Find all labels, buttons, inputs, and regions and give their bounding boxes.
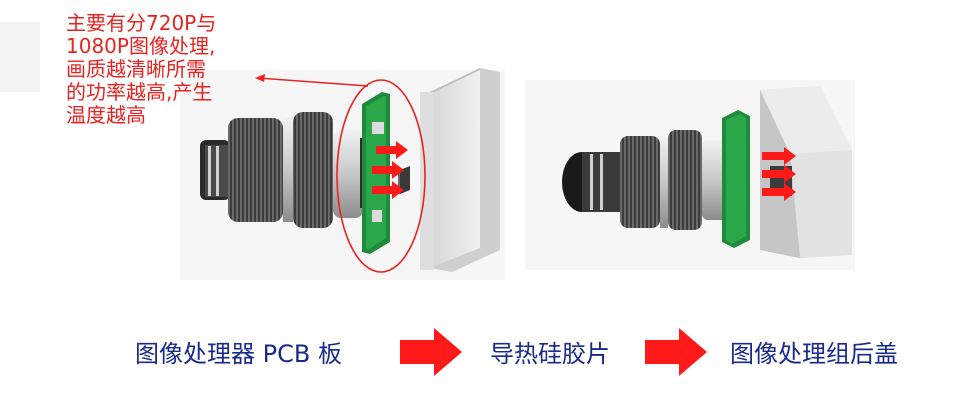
lens-mount <box>333 130 363 218</box>
annotation-line: 画质越清晰所需 <box>66 57 206 81</box>
highlight-ellipse <box>336 79 426 273</box>
annotation-line: 1080P图像处理, <box>66 34 216 58</box>
flow-arrow-icon <box>645 328 707 376</box>
flow-step-rear-cover: 图像处理组后盖 <box>730 340 898 368</box>
rear-cover-face <box>430 70 480 268</box>
annotation-leader-line <box>257 77 369 87</box>
flow-step-pcb: 图像处理器 PCB 板 <box>135 340 342 368</box>
camera-module-assembled <box>562 86 852 258</box>
heat-flow-arrows <box>372 141 408 199</box>
lens-barrel-assembled <box>620 136 660 228</box>
thermal-pad <box>400 166 410 194</box>
flow-step-thermal-pad: 导热硅胶片 <box>490 340 610 368</box>
flow-arrow-icon <box>400 328 462 376</box>
background-panel <box>0 22 40 92</box>
camera-module-exploded <box>200 68 500 273</box>
assembly-illustration <box>0 22 852 273</box>
annotation-line: 的功率越高,产生 <box>66 80 213 104</box>
heat-flow-arrows-assembled <box>762 147 796 201</box>
annotation-line: 主要有分720P与 <box>66 11 217 35</box>
lens-barrel <box>293 112 333 228</box>
heat-path-flow: 图像处理器 PCB 板 导热硅胶片 图像处理组后盖 <box>0 322 954 382</box>
leader-arrowhead <box>255 74 265 82</box>
focus-ring <box>228 118 283 222</box>
annotation-line: 温度越高 <box>66 103 146 127</box>
annotation-text: 主要有分720P与 1080P图像处理, 画质越清晰所需 的功率越高,产生 温度… <box>66 12 266 127</box>
